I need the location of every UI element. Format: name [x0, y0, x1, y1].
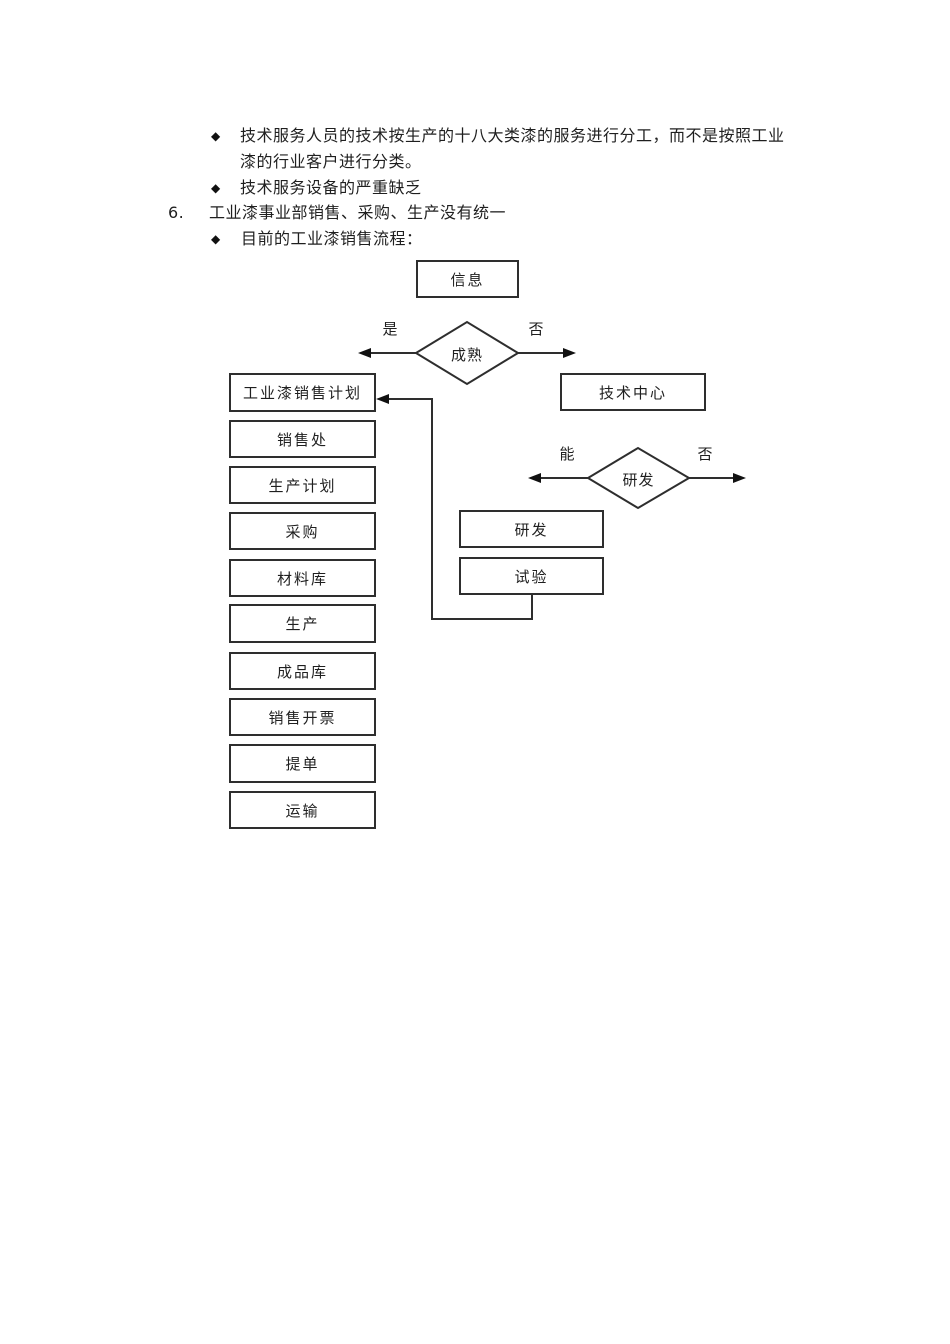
flow-box-sales-office: 销售处	[229, 420, 376, 458]
no-arrowhead-icon	[563, 348, 576, 358]
flow-box-test: 试验	[459, 557, 604, 595]
feedback-arrowhead-icon	[376, 394, 389, 404]
bullet3-text: 目前的工业漆销售流程：	[241, 229, 423, 248]
flow-box-transport: 运输	[229, 791, 376, 829]
label-no-mature: 否	[528, 320, 544, 338]
rd-no-arrowhead-icon	[733, 473, 746, 483]
bullet2-text: 技术服务设备的严重缺乏	[240, 178, 422, 197]
bullet-diamond-icon: ◆	[211, 232, 221, 246]
item6-text: 工业漆事业部销售、采购、生产没有统一	[209, 203, 507, 222]
bullet-diamond-icon: ◆	[211, 181, 221, 195]
item6-number: 6.	[168, 203, 185, 222]
flow-box-tech-center: 技术中心	[560, 373, 706, 411]
flow-box-finished-store: 成品库	[229, 652, 376, 690]
flow-box-material-store: 材料库	[229, 559, 376, 597]
flow-box-production-plan: 生产计划	[229, 466, 376, 504]
label-yes: 是	[382, 320, 398, 338]
yes-arrowhead-icon	[358, 348, 371, 358]
flow-box-purchasing: 采购	[229, 512, 376, 550]
bullet1-line2: 漆的行业客户进行分类。	[240, 152, 422, 171]
feedback-connector-line	[389, 398, 533, 620]
label-no-rd: 否	[697, 445, 713, 463]
flow-box-rd: 研发	[459, 510, 604, 548]
flow-box-info: 信息	[416, 260, 519, 298]
flow-box-lading: 提单	[229, 744, 376, 783]
flow-box-production: 生产	[229, 604, 376, 643]
rd-decision-label: 研发	[622, 471, 655, 489]
label-can: 能	[559, 445, 575, 463]
bullet1-line1: 技术服务人员的技术按生产的十八大类漆的服务进行分工，而不是按照工业	[240, 126, 785, 145]
can-arrowhead-icon	[528, 473, 541, 483]
flowchart-canvas	[358, 320, 746, 620]
bullet-diamond-icon: ◆	[211, 129, 221, 143]
flow-box-invoicing: 销售开票	[229, 698, 376, 736]
flow-box-sales-plan: 工业漆销售计划	[229, 373, 376, 412]
mature-decision-label: 成熟	[450, 346, 483, 364]
